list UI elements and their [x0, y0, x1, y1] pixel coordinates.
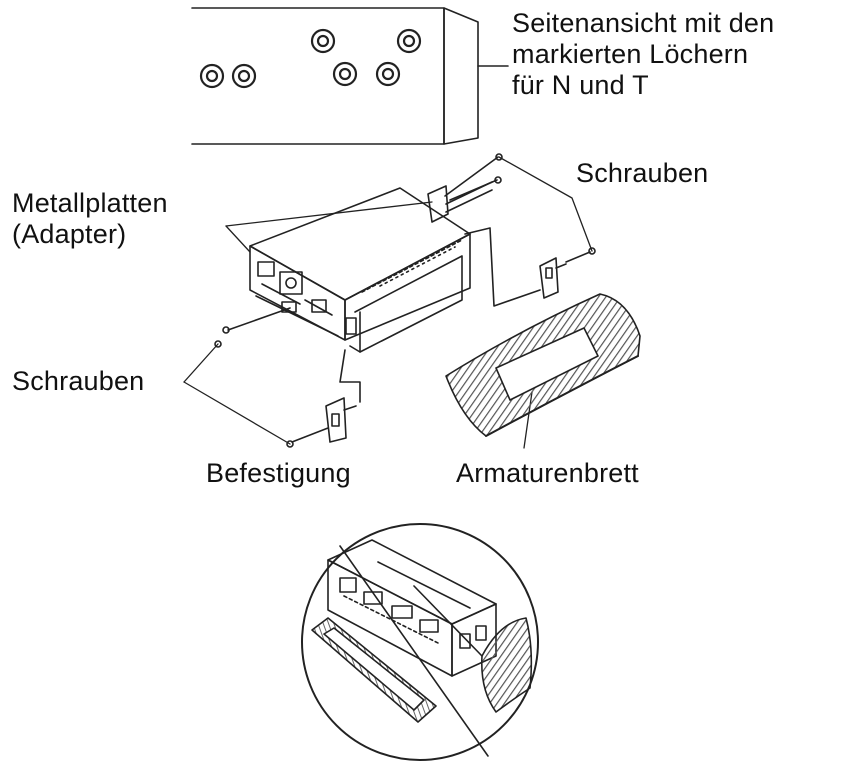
metal-plate [427, 181, 493, 223]
label-dashboard: Armaturenbrett [456, 458, 639, 488]
label-screws-right: Schrauben [576, 158, 709, 188]
label-metal-plates-line1: Metallplatten [12, 188, 168, 218]
side-view-panel [191, 7, 509, 145]
label-side-view-line1: Seitenansicht mit den [512, 8, 775, 38]
marked-holes [199, 28, 422, 89]
label-bracket: Befestigung [206, 458, 351, 488]
label-metal-plates-line2: (Adapter) [12, 219, 127, 249]
detail-circle [301, 523, 539, 761]
leader-lines [183, 156, 593, 449]
label-side-view-line2: markierten Löchern [512, 39, 749, 69]
bracket-bottom [325, 397, 357, 443]
label-metal-plates: Metallplatten (Adapter) [12, 188, 168, 250]
radio-unit [249, 187, 471, 353]
label-side-view-line3: für N und T [512, 70, 649, 100]
bracket-right [539, 257, 567, 299]
dashboard-piece [445, 293, 641, 437]
screws [214, 153, 596, 448]
label-screws-left: Schrauben [12, 366, 145, 396]
label-side-view: Seitenansicht mit den markierten Löchern… [512, 8, 774, 101]
